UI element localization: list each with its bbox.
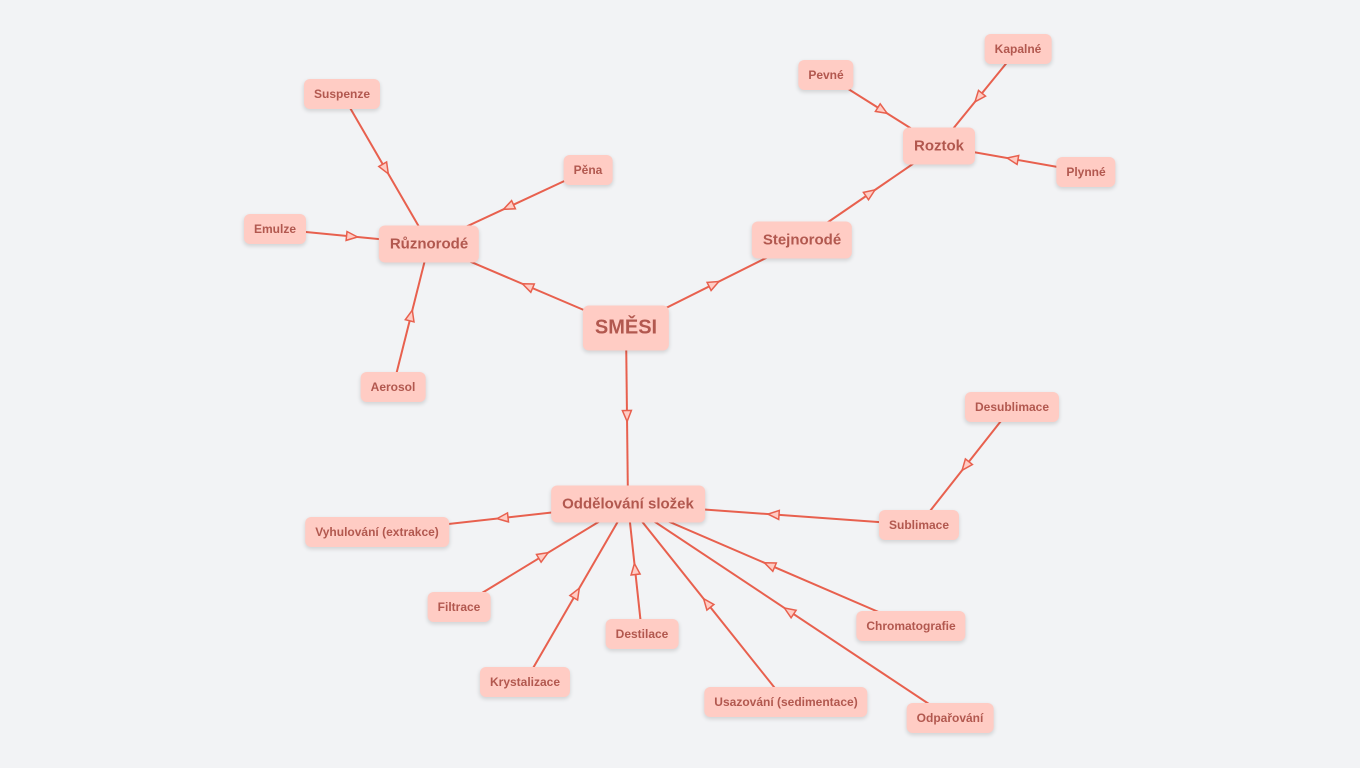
arrowhead-aerosol-ruznorode [404,308,415,323]
arrowhead-odparovani-oddelovani [782,606,798,620]
arrowhead-usazovani-oddelovani [702,597,716,612]
node-destilace[interactable]: Destilace [605,619,679,649]
arrowhead-oddelovani-vyhulovani [495,511,510,523]
arrowhead-krystalizace-oddelovani [568,586,581,602]
node-usazovani[interactable]: Usazování (sedimentace) [704,687,868,717]
arrowhead-kapalne-roztok [973,89,987,104]
arrowhead-suspenze-ruznorode [377,160,390,176]
node-chromatografie[interactable]: Chromatografie [856,611,966,641]
node-oddelovani[interactable]: Oddělování složek [551,485,705,523]
node-suspenze[interactable]: Suspenze [303,79,381,109]
arrowhead-pena-ruznorode [501,199,517,211]
node-smesi[interactable]: SMĚSI [582,305,670,351]
arrowhead-chromatografie-oddelovani [762,562,778,573]
node-emulze[interactable]: Emulze [243,214,307,244]
node-stejnorode[interactable]: Stejnorodé [751,221,853,259]
arrowhead-desublimace-sublimace [960,457,974,472]
arrowhead-destilace-oddelovani [630,561,642,576]
node-desublimace[interactable]: Desublimace [964,392,1060,422]
node-plynne[interactable]: Plynné [1056,157,1116,187]
node-vyhulovani[interactable]: Vyhulování (extrakce) [305,517,449,547]
node-roztok[interactable]: Roztok [903,127,975,165]
arrowhead-sublimace-oddelovani [766,509,781,521]
node-kapalne[interactable]: Kapalné [984,34,1052,64]
arrowhead-stejnorode-roztok [862,188,877,202]
node-aerosol[interactable]: Aerosol [360,372,426,402]
node-ruznorode[interactable]: Různorodé [378,225,480,263]
arrowhead-emulze-ruznorode [345,230,360,242]
arrowhead-smesi-stejnorode [705,280,721,292]
node-odparovani[interactable]: Odpařování [906,703,994,733]
node-pena[interactable]: Pěna [563,155,613,185]
arrowhead-smesi-oddelovani [621,409,633,424]
arrowhead-plynne-roztok [1005,154,1020,166]
arrowhead-smesi-ruznorode [520,283,536,294]
arrowhead-pevne-roztok [874,102,889,115]
node-pevne[interactable]: Pevné [798,60,854,90]
node-sublimace[interactable]: Sublimace [878,510,960,540]
node-krystalizace[interactable]: Krystalizace [479,667,571,697]
node-filtrace[interactable]: Filtrace [427,592,491,622]
arrowhead-filtrace-oddelovani [535,551,550,564]
